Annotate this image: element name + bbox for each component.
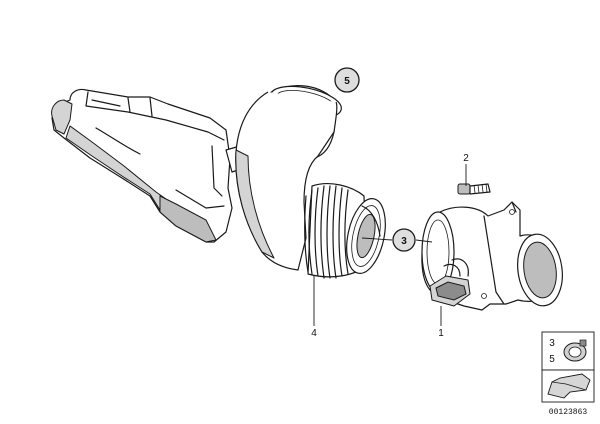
arrow-shape-icon <box>547 373 591 399</box>
leader-3-right <box>415 239 433 243</box>
callout-5-label: 5 <box>344 76 350 87</box>
hose-clamp-icon <box>563 339 587 362</box>
inset-box: 3 5 <box>541 331 595 403</box>
catalog-number: 00123863 <box>549 408 588 417</box>
inset-num-bottom: 5 <box>549 354 555 365</box>
leader-3-left <box>361 237 393 241</box>
callout-4-label[interactable]: 4 <box>311 328 317 339</box>
inset-num-top: 3 <box>549 338 555 349</box>
callout-5[interactable]: 5 <box>334 67 360 93</box>
intake-bellows-pipe <box>235 84 386 279</box>
air-filter-housing <box>51 88 245 243</box>
hose-clamp <box>361 205 381 237</box>
leader-lines <box>313 164 467 326</box>
callout-3-label: 3 <box>401 236 407 247</box>
screw <box>457 183 491 195</box>
callout-3[interactable]: 3 <box>392 228 416 252</box>
callout-1-label[interactable]: 1 <box>438 328 444 339</box>
callout-2-label[interactable]: 2 <box>463 153 469 164</box>
air-mass-meter <box>421 201 563 311</box>
